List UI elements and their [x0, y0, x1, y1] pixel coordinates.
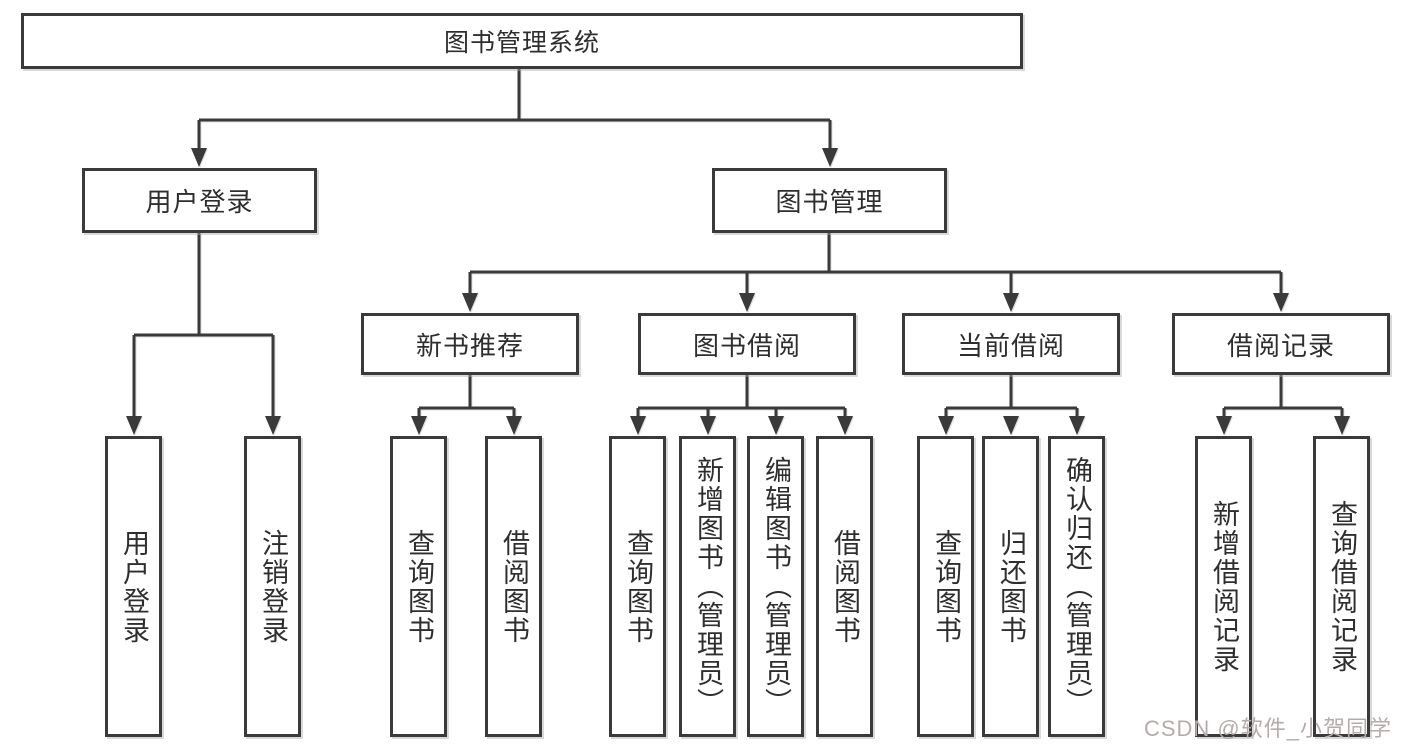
leaf-query-books-current: 查询图书 — [917, 436, 974, 737]
node-current-borrowing: 当前借阅 — [902, 313, 1120, 375]
node-new-book-recommend: 新书推荐 — [361, 313, 579, 375]
leaf-query-borrow-record: 查询借阅记录 — [1313, 436, 1370, 737]
node-label: 编辑图书（管理员） — [761, 456, 791, 717]
leaf-borrow-books-borrowing: 借阅图书 — [816, 436, 873, 737]
node-label: 图书管理系统 — [443, 29, 600, 57]
node-label: 图书借阅 — [692, 330, 801, 361]
node-label: 当前借阅 — [956, 330, 1065, 361]
leaf-confirm-return-admin: 确认归还（管理员） — [1048, 436, 1105, 737]
node-label: 用户登录 — [145, 187, 254, 217]
node-book-borrowing: 图书借阅 — [638, 313, 856, 375]
node-user-login: 用户登录 — [82, 168, 317, 233]
node-label: 用户登录 — [119, 528, 149, 645]
node-label: 查询图书 — [931, 528, 961, 645]
node-book-management: 图书管理 — [712, 168, 947, 233]
node-library-system: 图书管理系统 — [21, 13, 1023, 69]
leaf-query-books-borrowing: 查询图书 — [609, 436, 666, 737]
node-label: 新增图书（管理员） — [693, 456, 723, 717]
leaf-add-borrow-record: 新增借阅记录 — [1195, 436, 1252, 737]
node-label: 确认归还（管理员） — [1062, 456, 1092, 717]
leaf-query-books-recommend: 查询图书 — [390, 436, 447, 737]
leaf-logout: 注销登录 — [244, 436, 301, 737]
leaf-borrow-books-recommend: 借阅图书 — [485, 436, 542, 737]
node-label: 注销登录 — [258, 528, 288, 645]
node-label: 查询借阅记录 — [1327, 499, 1357, 674]
node-label: 查询图书 — [404, 528, 434, 645]
node-label: 借阅图书 — [830, 528, 860, 645]
leaf-add-books-admin: 新增图书（管理员） — [679, 436, 736, 737]
csdn-watermark: CSDN @软件_小贺同学 — [1143, 716, 1392, 741]
leaf-user-login: 用户登录 — [105, 436, 162, 737]
node-borrow-records: 借阅记录 — [1172, 313, 1390, 375]
node-label: 图书管理 — [775, 187, 884, 217]
node-label: 查询图书 — [623, 528, 653, 645]
leaf-return-books: 归还图书 — [982, 436, 1039, 737]
arrowheads — [126, 148, 1350, 435]
leaf-edit-books-admin: 编辑图书（管理员） — [747, 436, 804, 737]
node-label: 借阅记录 — [1226, 330, 1335, 361]
node-label: 借阅图书 — [499, 528, 529, 645]
node-label: 新书推荐 — [415, 330, 524, 361]
node-label: 新增借阅记录 — [1209, 499, 1239, 674]
node-label: 归还图书 — [996, 528, 1026, 645]
